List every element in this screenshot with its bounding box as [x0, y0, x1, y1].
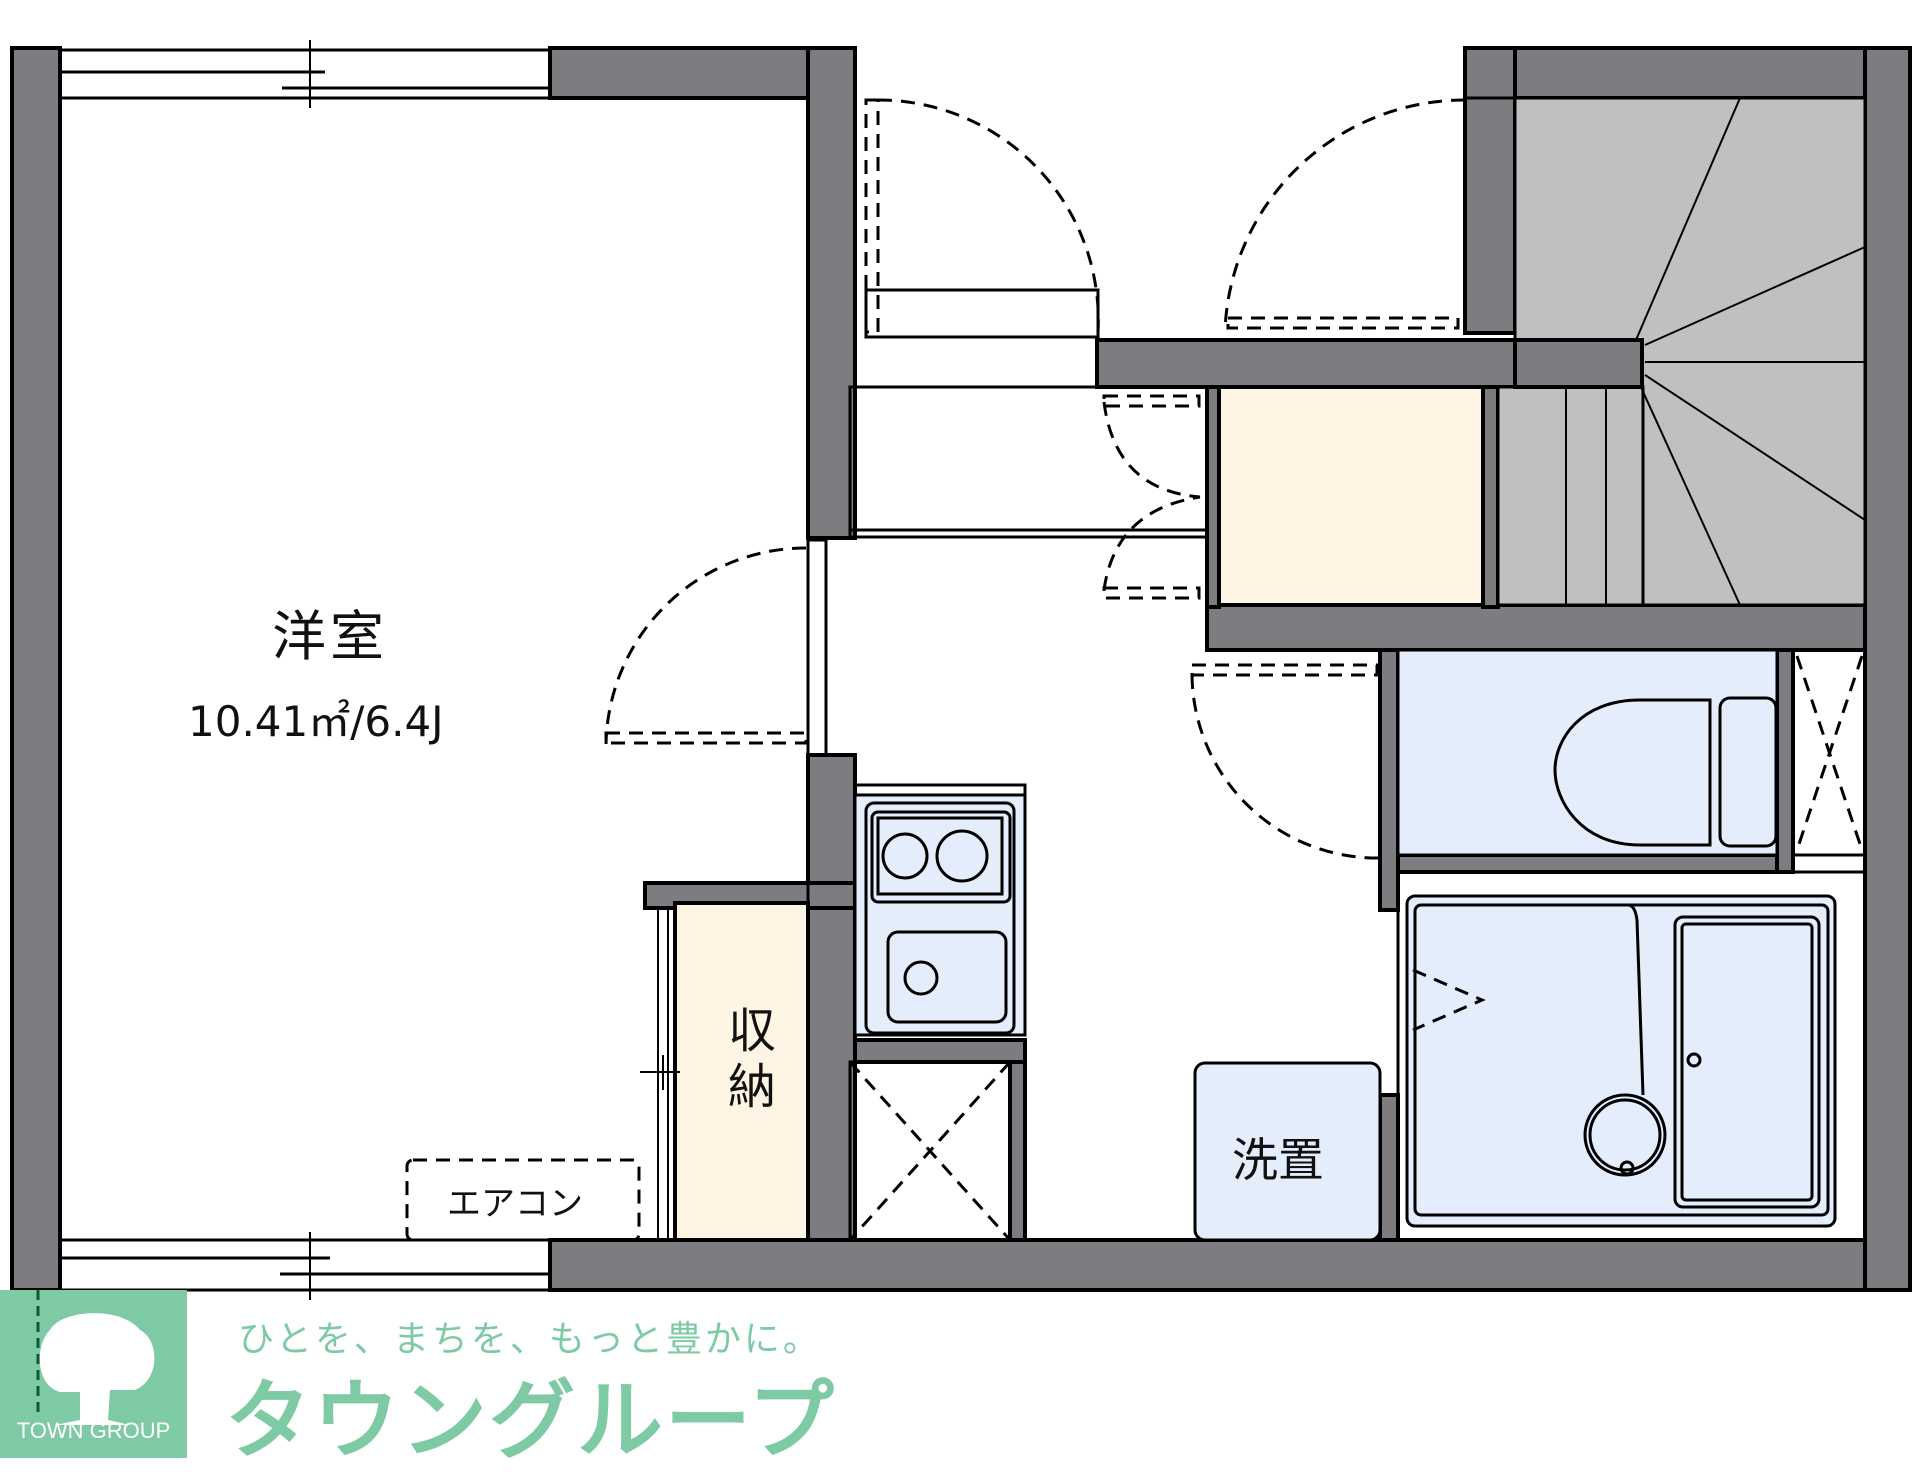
room-name-western: 洋室: [272, 605, 388, 668]
room-area-western: 10.41㎡/6.4J: [188, 697, 444, 746]
town-group-logo: TOWN GROUP: [0, 1290, 187, 1458]
brand-name: タウングループ: [225, 1371, 836, 1471]
refrigerator-space: [848, 1060, 1012, 1242]
closet-label: 収納: [719, 1005, 775, 1117]
bathroom: [1396, 870, 1867, 1242]
shoe-storage: [1217, 385, 1485, 607]
staircase: [1496, 96, 1867, 607]
aircon-label: エアコン: [447, 1184, 583, 1224]
aircon-outline: [405, 1158, 641, 1242]
toilet: [1396, 648, 1867, 857]
washer-space: [1193, 1061, 1382, 1242]
slogan: ひとを、まちを、もっと豊かに。: [238, 1319, 822, 1360]
logo-tree-icon: [0, 1290, 187, 1458]
toilet-door[interactable]: [1190, 663, 1381, 860]
kitchen: [853, 783, 1027, 1037]
closet: [640, 901, 810, 1242]
washer-label: 洗置: [1232, 1133, 1324, 1187]
entrance-door[interactable]: [864, 98, 1100, 339]
room-door[interactable]: [604, 538, 828, 757]
logo-caption: TOWN GROUP: [16, 1418, 171, 1443]
shoe-box-doors[interactable]: [1102, 394, 1201, 600]
